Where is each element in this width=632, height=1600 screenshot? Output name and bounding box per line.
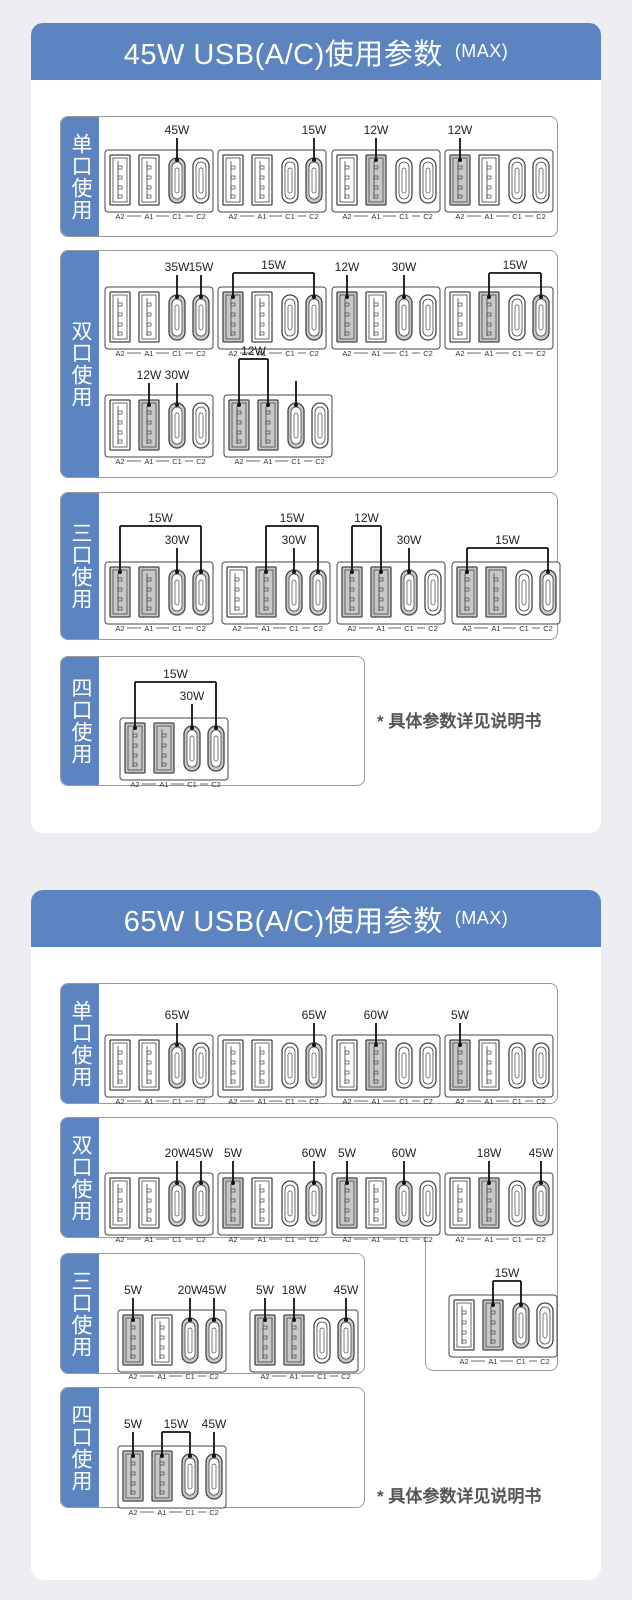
card-title: 65W USB(A/C)使用参数 [123, 905, 443, 938]
group-label: 三口使用 [61, 493, 99, 639]
card-header: 65W USB(A/C)使用参数 (MAX) [31, 890, 601, 947]
card-title: 45W USB(A/C)使用参数 [123, 38, 443, 71]
manual-note: * 具体参数详见说明书 [377, 712, 542, 731]
card-title-max: (MAX) [454, 41, 509, 61]
card-45w: 45W USB(A/C)使用参数 (MAX) 单口使用 双口使用 三口使用 四口… [31, 23, 601, 833]
group-quad-port: 四口使用 [60, 656, 365, 786]
group-single-port: 单口使用 [60, 983, 558, 1104]
group-label: 单口使用 [61, 984, 99, 1103]
group-label: 单口使用 [61, 117, 99, 236]
group-single-port: 单口使用 [60, 116, 558, 237]
card-title-max: (MAX) [454, 908, 509, 928]
group-quad-port: 四口使用 [60, 1387, 365, 1508]
card-65w: 65W USB(A/C)使用参数 (MAX) 单口使用 双口使用 三口使用 四口… [31, 890, 601, 1580]
group-label: 三口使用 [61, 1254, 99, 1373]
group-dual-port-extension [425, 1237, 558, 1371]
group-dual-port: 双口使用 [60, 250, 558, 478]
group-triple-port: 三口使用 [60, 492, 558, 640]
group-label: 双口使用 [61, 1118, 99, 1237]
group-triple-port: 三口使用 [60, 1253, 365, 1374]
group-dual-port: 双口使用 [60, 1117, 558, 1238]
group-label: 四口使用 [61, 657, 99, 785]
manual-note: * 具体参数详见说明书 [377, 1487, 542, 1506]
group-label: 四口使用 [61, 1388, 99, 1507]
group-label: 双口使用 [61, 251, 99, 477]
card-header: 45W USB(A/C)使用参数 (MAX) [31, 23, 601, 80]
